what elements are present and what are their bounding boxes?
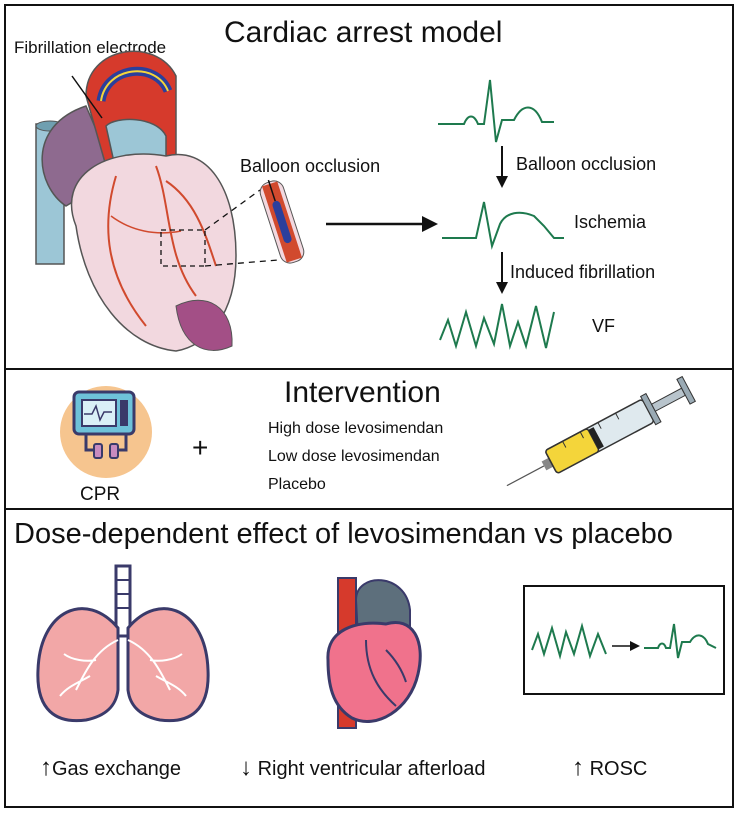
step-label-ischemia: Ischemia (574, 212, 647, 232)
arrow-right-icon (326, 216, 438, 232)
ecg-vf-icon (439, 303, 555, 350)
ecg-ischemia-icon (442, 201, 564, 250)
step-label-balloon: Balloon occlusion (516, 154, 657, 174)
panel-title-intervention: Intervention (284, 376, 441, 409)
step-label-fibrillation: Induced fibrillation (510, 262, 656, 282)
ecg-monitor-icon (523, 585, 725, 695)
lungs-icon (36, 564, 210, 723)
arm-low-dose: Low dose levosimendan (268, 448, 440, 465)
cpr-machine-icon (60, 386, 152, 478)
outcome-rosc: ↑ ROSC (572, 754, 648, 781)
outcome-gas-exchange: ↑Gas exchange (40, 754, 181, 781)
panel-intervention: Intervention CPR + High dose levosimenda… (4, 368, 734, 510)
panel-title-effects: Dose-dependent effect of levosimendan vs… (14, 518, 673, 550)
outcome-rv-afterload: ↓ Right ventricular afterload (240, 754, 486, 781)
arm-high-dose: High dose levosimendan (268, 420, 444, 437)
panel-cardiac-arrest-model: Cardiac arrest model Fibrillation electr… (4, 4, 734, 370)
balloon-label: Balloon occlusion (240, 156, 381, 176)
panel-effects: Dose-dependent effect of levosimendan vs… (4, 508, 734, 808)
step-label-vf: VF (592, 316, 616, 336)
intervention-illustration (60, 375, 697, 487)
arrow-down-icon: ↓ (240, 754, 252, 781)
ecg-normal-icon (438, 79, 554, 143)
artery-balloon-icon (259, 179, 305, 264)
arrow-up-icon: ↑ (40, 754, 52, 781)
effects-illustration (36, 564, 725, 729)
model-illustration (35, 50, 564, 352)
arrow-up-icon: ↑ (572, 754, 584, 781)
plus-sign: + (192, 432, 209, 463)
arrow-down-icon (496, 252, 508, 294)
heart-icon (326, 577, 422, 729)
arm-placebo: Placebo (268, 476, 326, 493)
cpr-label: CPR (80, 484, 121, 505)
heart-illustration (35, 50, 279, 352)
arrow-down-icon (496, 146, 508, 188)
syringe-icon (506, 375, 697, 487)
panel-title-model: Cardiac arrest model (224, 16, 503, 49)
